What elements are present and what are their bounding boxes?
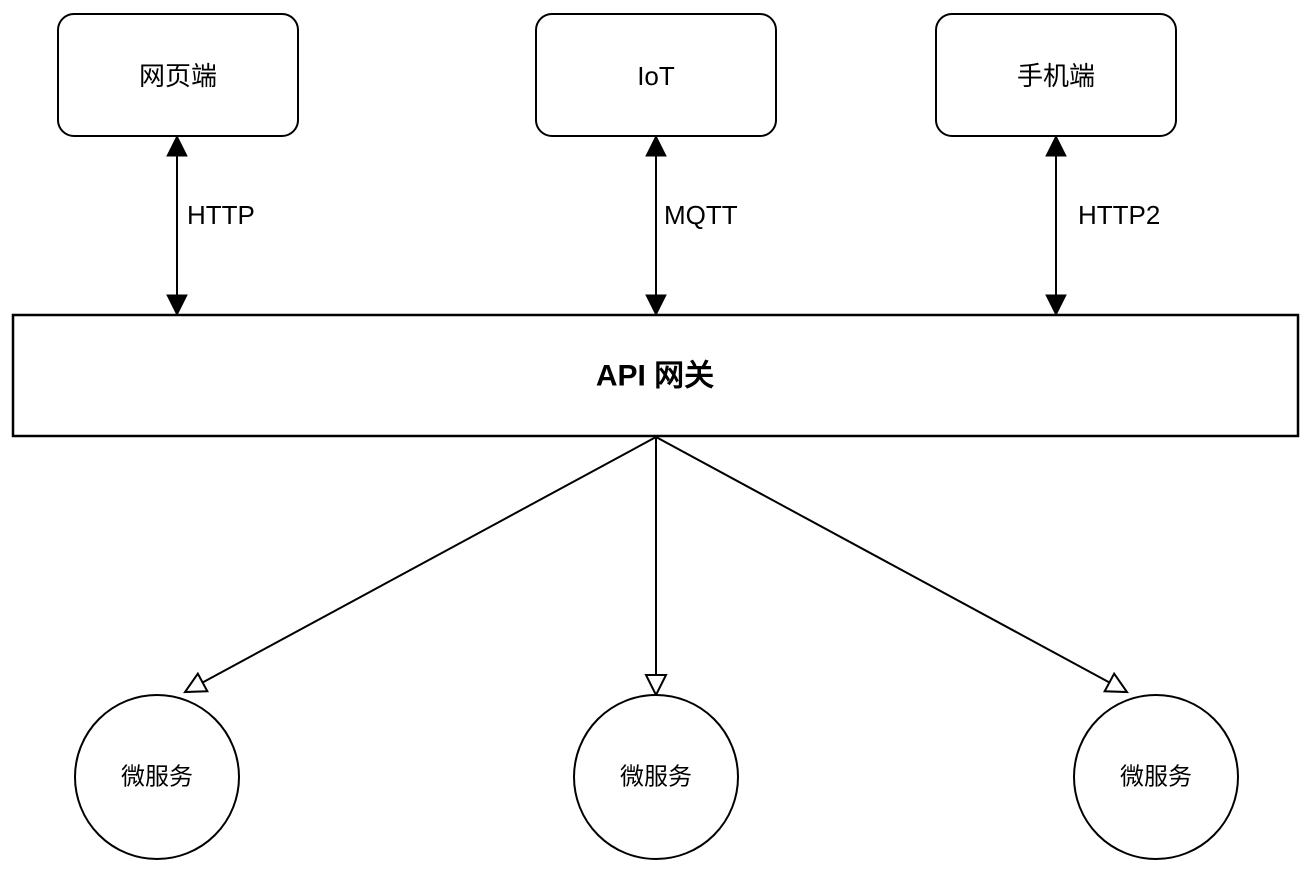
protocol-label-http2: HTTP2 xyxy=(1078,200,1160,230)
protocol-label-http: HTTP xyxy=(187,200,255,230)
client-node-web-label: 网页端 xyxy=(139,61,217,91)
client-node-iot-label: IoT xyxy=(637,61,675,91)
microservice-node-2-label: 微服务 xyxy=(620,764,692,791)
microservice-node-2: 微服务 xyxy=(573,694,739,860)
api-gateway-box xyxy=(11,313,1300,438)
protocol-label-mqtt: MQTT xyxy=(664,200,738,230)
client-node-mobile-label: 手机端 xyxy=(1017,61,1095,91)
microservice-node-2-circle xyxy=(573,694,739,860)
microservice-node-1-circle xyxy=(74,694,240,860)
microservice-node-1: 微服务 xyxy=(74,694,240,860)
arrow-gateway-service-1 xyxy=(183,436,657,694)
client-node-iot: IoT xyxy=(535,13,777,137)
arrow-gateway-service-3 xyxy=(655,436,1129,694)
microservice-node-1-label: 微服务 xyxy=(121,764,193,791)
client-node-web-box xyxy=(57,13,299,137)
microservice-node-3-circle xyxy=(1073,694,1239,860)
client-node-web: 网页端 xyxy=(57,13,299,137)
api-gateway-node: API 网关 xyxy=(11,313,1300,438)
client-node-iot-box xyxy=(535,13,777,137)
client-node-mobile: 手机端 xyxy=(935,13,1177,137)
microservice-node-3-label: 微服务 xyxy=(1120,764,1192,791)
client-node-mobile-box xyxy=(935,13,1177,137)
api-gateway-label: API 网关 xyxy=(596,360,714,393)
microservice-node-3: 微服务 xyxy=(1073,694,1239,860)
